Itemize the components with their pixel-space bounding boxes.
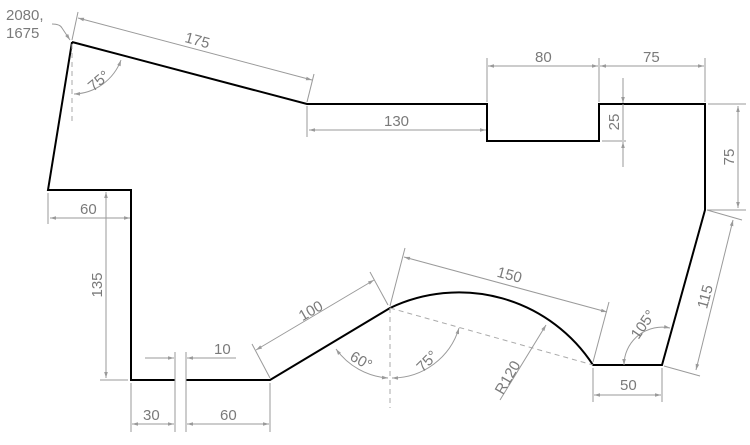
svg-text:25: 25 — [606, 114, 623, 131]
svg-text:75°: 75° — [413, 347, 441, 375]
svg-text:135: 135 — [89, 272, 106, 297]
dim-notch-depth: 25 — [602, 78, 626, 167]
svg-text:60: 60 — [80, 201, 97, 218]
dim-bottom-left: 30 — [130, 383, 174, 432]
svg-text:115: 115 — [694, 283, 717, 311]
dim-bottom-right: 50 — [592, 368, 663, 402]
dim-inner-angle-right: 105° — [622, 307, 671, 366]
arc-construction-lines — [389, 307, 594, 408]
dim-top-slope: 175 — [71, 11, 315, 103]
svg-text:130: 130 — [384, 113, 409, 130]
dim-right-vertical: 75 — [707, 103, 746, 211]
part-outline — [46, 41, 706, 381]
svg-text:80: 80 — [535, 49, 552, 66]
svg-text:175: 175 — [183, 29, 212, 52]
dim-left-step: 60 — [47, 193, 130, 224]
svg-text:60: 60 — [220, 407, 237, 424]
svg-text:150: 150 — [495, 264, 524, 287]
dim-bottom-mid: 60 — [187, 383, 271, 432]
dim-left-height: 135 — [89, 192, 128, 381]
dim-arc-chord: 150 — [389, 247, 610, 363]
svg-text:50: 50 — [620, 377, 637, 394]
svg-text:2080,: 2080, — [6, 7, 44, 24]
dim-top-angle: 75° — [71, 44, 122, 122]
dim-gap: 10 — [145, 341, 236, 432]
svg-text:30: 30 — [143, 407, 160, 424]
dim-arc-radius: R120 — [492, 324, 547, 401]
dim-arc-angle: 75° — [391, 327, 460, 380]
svg-text:75: 75 — [721, 149, 738, 166]
dim-right-slant: 115 — [663, 209, 743, 377]
svg-text:75: 75 — [643, 49, 660, 66]
svg-text:60°: 60° — [347, 348, 375, 374]
svg-text:10: 10 — [214, 341, 231, 358]
dim-flat-top: 130 — [306, 106, 486, 137]
svg-text:R120: R120 — [492, 358, 525, 398]
svg-text:100: 100 — [296, 298, 326, 325]
svg-text:105°: 105° — [628, 307, 660, 342]
dim-notch-width: 80 — [486, 49, 600, 102]
dim-top-right: 75 — [600, 49, 706, 102]
origin-label: 2080, 1675 — [6, 7, 71, 42]
dim-slope-angle: 60° — [335, 348, 389, 380]
svg-text:1675: 1675 — [6, 25, 39, 42]
